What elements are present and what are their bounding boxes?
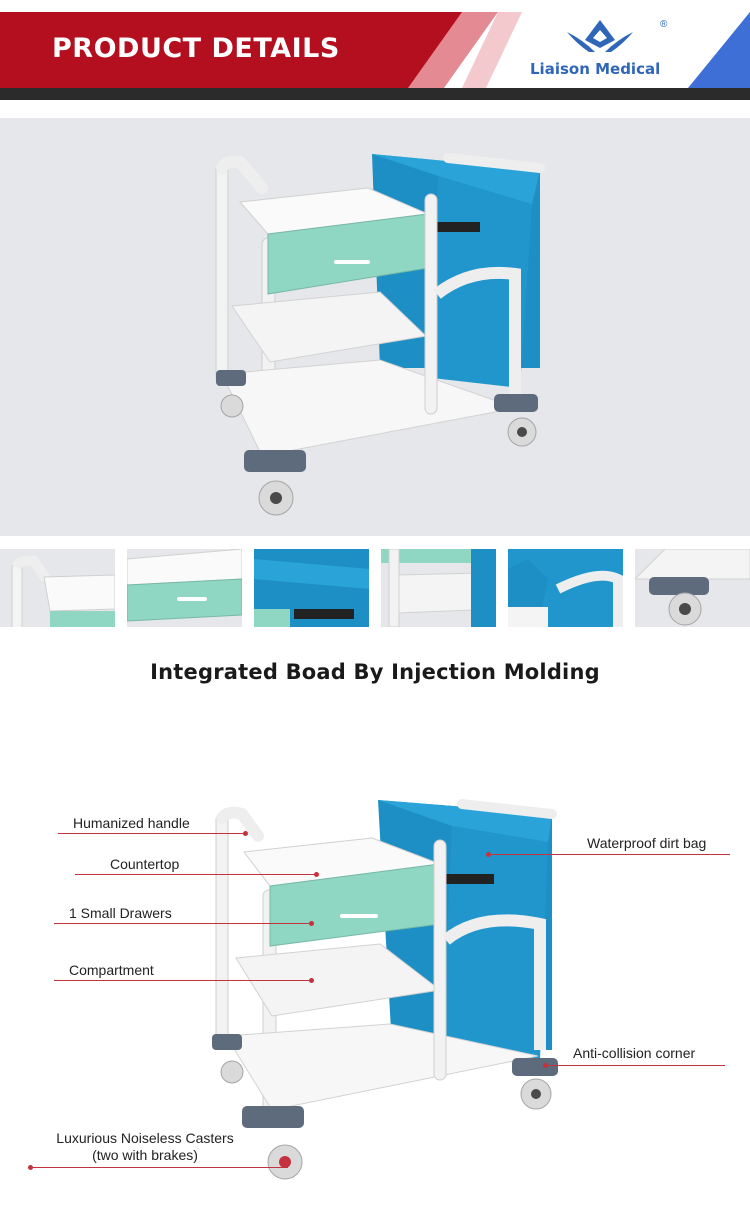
callout-dot xyxy=(309,978,314,983)
header-red-banner xyxy=(0,12,480,88)
registered-mark: ® xyxy=(660,19,668,30)
callout-casters-line2: (two with brakes) xyxy=(92,1147,198,1163)
brand-logo-icon xyxy=(567,20,633,52)
callout-casters: Luxurious Noiseless Casters (two with br… xyxy=(40,1130,250,1164)
thumbnail-shelves[interactable] xyxy=(381,549,496,627)
callout-leader xyxy=(54,923,312,924)
callout-leader xyxy=(545,1065,725,1066)
cart-illustration xyxy=(215,153,545,516)
callout-waterproof-dirt-bag: Waterproof dirt bag xyxy=(587,835,707,851)
callout-leader xyxy=(30,1167,288,1168)
callout-dot xyxy=(486,852,491,857)
cart-diagram-illustration xyxy=(212,799,558,1180)
callout-dot xyxy=(314,872,319,877)
header-blue-corner xyxy=(688,12,750,88)
callout-casters-line1: Luxurious Noiseless Casters xyxy=(56,1130,234,1146)
callout-dot xyxy=(243,831,248,836)
callout-leader xyxy=(54,980,312,981)
thumbnail-bag[interactable] xyxy=(254,549,369,627)
hero-product-image xyxy=(0,118,750,536)
callout-countertop: Countertop xyxy=(110,856,180,872)
page-title: PRODUCT DETAILS xyxy=(52,33,340,64)
section-heading: Integrated Boad By Injection Molding xyxy=(150,660,600,684)
callout-anti-collision-corner: Anti-collision corner xyxy=(573,1045,696,1061)
thumbnail-handle[interactable] xyxy=(0,549,115,627)
callout-humanized-handle: Humanized handle xyxy=(73,815,190,831)
page-header: PRODUCT DETAILS Liaison Medical ® xyxy=(0,0,750,100)
brand-name: Liaison Medical xyxy=(530,60,661,78)
callout-leader xyxy=(488,854,730,855)
thumbnail-bag-frame[interactable] xyxy=(508,549,623,627)
thumbnail-drawer[interactable] xyxy=(127,549,242,627)
callout-dot xyxy=(309,921,314,926)
thumbnail-strip xyxy=(0,549,750,627)
callout-compartment: Compartment xyxy=(69,962,154,978)
header-dark-bar xyxy=(0,88,750,100)
thumbnail-caster[interactable] xyxy=(635,549,750,627)
callout-small-drawers: 1 Small Drawers xyxy=(69,905,172,921)
callout-leader xyxy=(58,833,246,834)
callout-dot xyxy=(28,1165,33,1170)
callout-leader xyxy=(75,874,317,875)
callout-dot xyxy=(543,1063,548,1068)
feature-diagram: Humanized handle Countertop 1 Small Draw… xyxy=(0,780,750,1200)
